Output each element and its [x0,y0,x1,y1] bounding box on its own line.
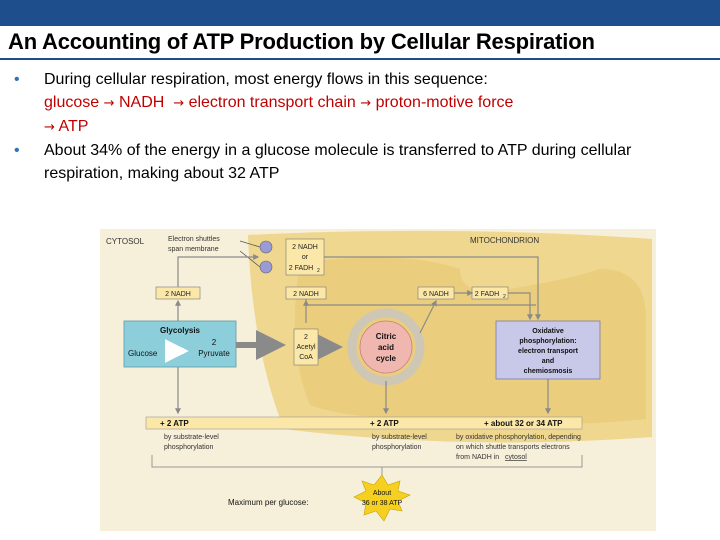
title-underline [0,58,720,60]
sub-mid-line2: phosphorylation [372,444,422,451]
slide-title-area: An Accounting of ATP Production by Cellu… [0,26,720,58]
glycolysis-title: Glycolysis [160,326,201,335]
seq-pmf: proton-motive force [375,94,514,111]
bullet-list: • During cellular respiration, most ener… [14,68,714,185]
ox-note-line3: from NADH in [456,454,499,461]
shuttle-pointer [239,240,261,248]
sub-left-line1: by substrate-level [164,434,219,441]
about-line1: About [373,490,391,497]
pyruvate-count: 2 [212,338,217,347]
right-arrow-icon: → [173,96,185,111]
nadh-mid-label: 2 NADH [293,291,319,298]
atp-right-label: + about 32 or 34 ATP [484,419,563,428]
arrow-shuttle-to-oxphos [324,256,541,321]
bullet-dot: • [14,71,20,88]
bullet-item-1: • During cellular respiration, most ener… [14,68,714,139]
oxphos-line4: and [542,358,554,365]
shuttle-protein-circle [259,260,273,274]
acetyl-line1: 2 [304,334,308,341]
right-arrow-icon: → [103,96,115,111]
cytosol-label: CYTOSOL [106,237,145,246]
starburst-icon [353,474,411,522]
total-bracket [151,455,583,468]
bullet-dot: • [14,142,20,159]
nadh-or-line2: or [302,254,309,261]
arrow-nadh-to-shuttle [177,254,260,287]
arrow-citric-to-nadh [419,299,437,334]
oxphos-line5: chemiosmosis [524,368,573,375]
slide-title: An Accounting of ATP Production by Cellu… [8,29,595,54]
shuttle-protein-circle [259,240,273,254]
atp-mid-label: + 2 ATP [370,419,399,428]
seq-glucose: glucose [44,94,100,111]
top-color-bar [0,0,720,26]
citric-line2: acid [378,343,394,352]
right-arrow-icon: → [360,96,372,111]
bullet-item-2: • About 34% of the energy in a glucose m… [14,139,714,185]
sub-mid-line1: by substrate-level [372,434,427,441]
oxphos-line1: Oxidative [532,328,564,335]
arrow-fadh-to-oxphos [508,292,533,321]
nadh-or-line3: 2 FADH [289,265,314,272]
energy-sequence: glucose → NADH → electron transport chai… [44,91,714,139]
seq-atp: ATP [58,118,89,135]
nadh-six-label: 6 NADH [423,291,449,298]
acetyl-coa-box [293,328,319,366]
ox-note-line2: on which shuttle transports electrons [456,444,570,451]
bullet-text-1: During cellular respiration, most energy… [44,71,488,88]
about-line2: 36 or 38 ATP [362,500,403,507]
nadh-or-fadh-box [285,238,325,276]
nadh-left-label: 2 NADH [165,291,191,298]
acetyl-line2: Acetyl [296,344,316,351]
oxphos-line2: phosphorylation: [519,338,576,345]
mitochondrion-label: MITOCHONDRION [470,236,539,245]
citric-acid-cycle-circle [359,320,413,374]
seq-nadh: NADH [118,94,165,111]
nadh-or-line1: 2 NADH [292,244,318,251]
ox-note-line4: cytosol [505,454,527,461]
bullet-text-2: About 34% of the energy in a glucose mol… [44,142,632,182]
citric-line1: Citric [376,332,397,341]
shuttle-note-line1: Electron shuttles [168,236,220,243]
acetyl-line3: CoA [299,354,313,361]
ox-note-line1: by oxidative phosphorylation, depending [456,434,581,441]
glucose-label: Glucose [128,349,158,358]
fadh-label: 2 FADH [475,291,500,298]
fadh-subscript: 2 [317,268,320,274]
seq-etc: electron transport chain [188,94,356,111]
fadh-subscript: 2 [503,294,506,300]
citric-line3: cycle [376,354,397,363]
shuttle-pointer [239,250,261,268]
shuttle-note-line2: span membrane [168,246,219,253]
max-per-glucose-label: Maximum per glucose: [228,498,308,507]
pyruvate-label: Pyruvate [198,349,230,358]
right-arrow-icon: → [44,120,55,135]
oxphos-line3: electron transport [518,348,579,355]
atp-summary-bar [145,416,583,430]
sub-left-line2: phosphorylation [164,444,214,451]
atp-accounting-diagram: CYTOSOL MITOCHONDRION Electron shuttles … [100,229,656,531]
oxidative-phosphorylation-box [495,320,601,380]
atp-left-label: + 2 ATP [160,419,189,428]
